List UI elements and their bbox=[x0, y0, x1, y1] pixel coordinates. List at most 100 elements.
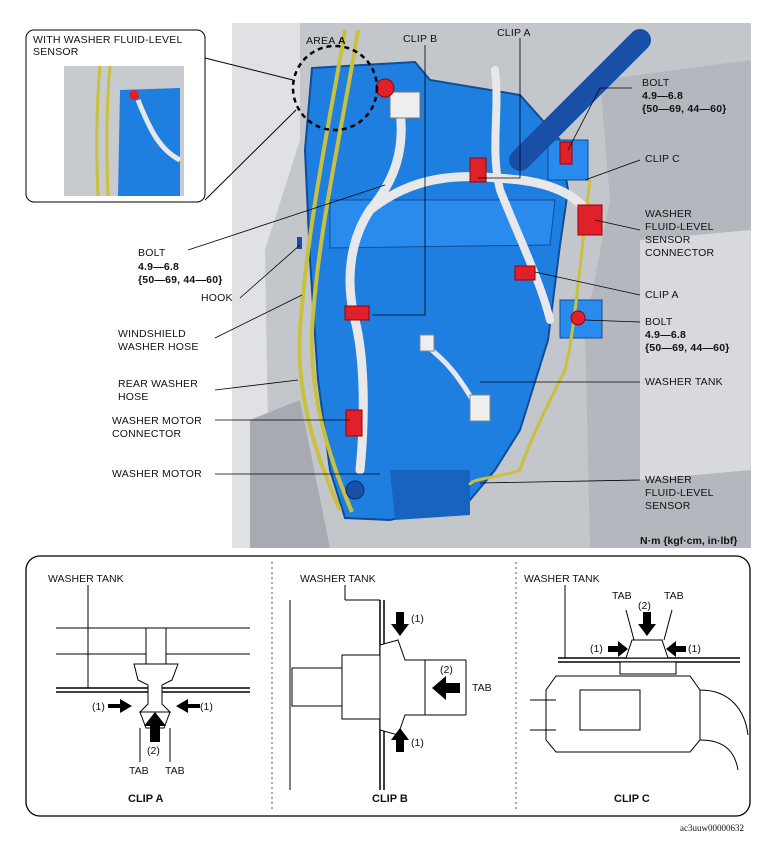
clip-c-arrow-down bbox=[638, 612, 656, 636]
area-a-prefix: AREA bbox=[306, 35, 335, 47]
clip-b-caption: CLIP B bbox=[372, 793, 408, 805]
clip-b-arrow-left bbox=[432, 676, 460, 700]
clip-c-caption: CLIP C bbox=[614, 793, 650, 805]
tank-bottom bbox=[390, 470, 470, 520]
clip-a-step2: (2) bbox=[147, 745, 160, 757]
area-a-label: AREA A bbox=[306, 35, 346, 47]
right-bracket bbox=[640, 230, 751, 480]
clip-a-step1-right: (1) bbox=[200, 701, 213, 713]
bolt-top-right-alt: {50—69, 44—60} bbox=[642, 103, 727, 115]
clip-a-arrow-left bbox=[108, 699, 132, 713]
motor-connector-marker bbox=[345, 409, 363, 437]
fluid-sensor-line-2: FLUID-LEVEL bbox=[645, 487, 714, 499]
clip-c-tab-left: TAB bbox=[612, 590, 632, 602]
white-harness-main bbox=[345, 105, 406, 475]
bolt-right-alt: {50—69, 44—60} bbox=[645, 342, 730, 354]
inset-tank bbox=[118, 88, 180, 196]
area-a-letter: A bbox=[337, 35, 346, 47]
zoom-line-bottom bbox=[204, 109, 297, 201]
clip-c-tank-label: WASHER TANK bbox=[524, 573, 600, 585]
clip-b-arrow-up bbox=[391, 728, 409, 752]
sensor-wire-yellow bbox=[468, 179, 592, 486]
motor-connector-line-2: CONNECTOR bbox=[112, 428, 182, 440]
clip-a-mid-label: CLIP A bbox=[645, 289, 679, 301]
clip-b-arrow-down bbox=[391, 612, 409, 636]
left-body-panel bbox=[232, 23, 300, 548]
inset-hose-1 bbox=[95, 65, 102, 197]
clip-a-arrow-up bbox=[144, 712, 166, 742]
bolt-right-marker bbox=[570, 310, 586, 326]
windshield-hose-line-1: WINDSHIELD bbox=[118, 328, 186, 340]
bolt-left-alt: {50—69, 44—60} bbox=[138, 274, 223, 286]
clip-a-tab-right: TAB bbox=[165, 765, 185, 777]
clip-b-top-label: CLIP B bbox=[403, 33, 438, 45]
clip-c-step1-left: (1) bbox=[590, 643, 603, 655]
rear-hose-line-1: REAR WASHER bbox=[118, 378, 198, 390]
clip-a-tank-label: WASHER TANK bbox=[48, 573, 124, 585]
inset-label-line-2: SENSOR bbox=[33, 46, 79, 58]
inset-label-line-1: WITH WASHER FLUID-LEVEL bbox=[33, 34, 183, 46]
figure-id: ac3uuw00000632 bbox=[680, 823, 744, 833]
motor-connector-line-1: WASHER MOTOR bbox=[112, 415, 202, 427]
sensor-connector-line-4: CONNECTOR bbox=[645, 247, 715, 259]
harness-grommet bbox=[419, 334, 435, 352]
hook-label: HOOK bbox=[201, 292, 233, 304]
clip-b-tank-label: WASHER TANK bbox=[300, 573, 376, 585]
clip-a-top-marker bbox=[469, 157, 487, 183]
inset-wire bbox=[135, 99, 182, 163]
clip-a-step1-left: (1) bbox=[92, 701, 105, 713]
clip-b-step1-bottom: (1) bbox=[411, 737, 424, 749]
washer-motor-label: WASHER MOTOR bbox=[112, 468, 202, 480]
inset-bolt bbox=[129, 90, 139, 100]
sensor-connector-line-2: FLUID-LEVEL bbox=[645, 221, 714, 233]
rear-hose-line bbox=[309, 29, 360, 513]
clip-b-marker bbox=[344, 305, 370, 321]
bolt-right-title: BOLT bbox=[645, 316, 673, 328]
clip-a-detail bbox=[56, 585, 250, 762]
top-connector bbox=[389, 91, 421, 119]
rear-hose-line-2: HOSE bbox=[118, 391, 149, 403]
bolt-left-torque: 4.9—6.8 bbox=[138, 261, 180, 273]
clip-b-tab: TAB bbox=[472, 682, 492, 694]
clip-c-label: CLIP C bbox=[645, 153, 680, 165]
blue-harness bbox=[509, 29, 651, 171]
sensor-connector-line-1: WASHER bbox=[645, 208, 692, 220]
fluid-sensor-line-3: SENSOR bbox=[645, 500, 691, 512]
unit-note: N·m {kgf·cm, in·lbf} bbox=[640, 535, 738, 547]
fluid-sensor-line-1: WASHER bbox=[645, 474, 692, 486]
sensor-connector-marker bbox=[577, 204, 603, 236]
clip-b-step2: (2) bbox=[440, 664, 453, 676]
clip-a-top-label: CLIP A bbox=[497, 27, 531, 39]
white-harness-right bbox=[491, 66, 554, 324]
clip-c-step1-right: (1) bbox=[688, 643, 701, 655]
sensor-plug bbox=[469, 394, 491, 422]
windshield-hose-line-2: WASHER HOSE bbox=[118, 341, 199, 353]
zoom-line-top bbox=[204, 57, 294, 81]
clip-a-tab-left: TAB bbox=[129, 765, 149, 777]
area-a-circle bbox=[291, 44, 379, 132]
clip-c-detail bbox=[530, 585, 749, 771]
clip-a-caption: CLIP A bbox=[128, 793, 164, 805]
bolt-left-title: BOLT bbox=[138, 247, 166, 259]
hook-marker bbox=[297, 237, 302, 249]
sensor-connector-line-3: SENSOR bbox=[645, 234, 691, 246]
inset-hose-2 bbox=[105, 65, 112, 197]
white-harness-branch bbox=[365, 172, 595, 220]
clip-c-step2: (2) bbox=[638, 600, 651, 612]
clip-a-mid-marker bbox=[514, 265, 536, 281]
washer-motor-shape bbox=[345, 480, 365, 500]
clip-b-step1-top: (1) bbox=[411, 613, 424, 625]
clip-c-tab-right: TAB bbox=[664, 590, 684, 602]
bolt-top-right-title: BOLT bbox=[642, 77, 670, 89]
clip-a-arrow-right bbox=[176, 699, 200, 713]
washer-tank-label: WASHER TANK bbox=[645, 376, 723, 388]
tank-ridge bbox=[329, 199, 556, 249]
clip-c-arrow-right bbox=[608, 641, 628, 657]
bolt-right-torque: 4.9—6.8 bbox=[645, 329, 687, 341]
windshield-hose-line bbox=[297, 29, 347, 511]
bolt-top-right-torque: 4.9—6.8 bbox=[642, 90, 684, 102]
leader-lines bbox=[187, 38, 641, 484]
clip-b-detail bbox=[289, 585, 467, 790]
